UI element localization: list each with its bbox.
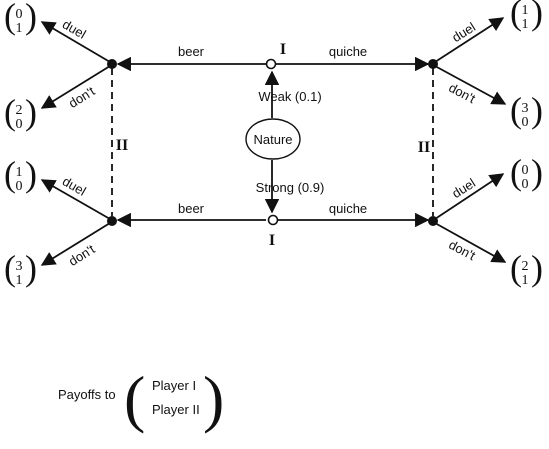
svg-text:0: 0 bbox=[522, 163, 529, 178]
svg-text:): ) bbox=[25, 248, 37, 288]
svg-text:): ) bbox=[203, 363, 224, 434]
svg-text:(: ( bbox=[510, 152, 522, 192]
node-player2-bottom-left bbox=[107, 216, 117, 226]
svg-text:(: ( bbox=[4, 248, 16, 288]
move-quiche-bottom: quiche bbox=[329, 201, 367, 216]
svg-text:): ) bbox=[25, 0, 37, 36]
svg-text:(: ( bbox=[124, 363, 145, 434]
edge-dont-br bbox=[434, 222, 507, 263]
legend-caption: Payoffs to bbox=[58, 387, 116, 402]
edge-dont-tl bbox=[40, 65, 111, 109]
player2-left-label: II bbox=[116, 137, 128, 154]
payoff-tr-dont: ( 3 0 ) bbox=[510, 90, 543, 130]
svg-text:): ) bbox=[531, 152, 543, 192]
svg-text:): ) bbox=[531, 0, 543, 32]
edge-duel-tr bbox=[434, 17, 505, 63]
player2-right-label: II bbox=[418, 139, 430, 156]
move-dont-tr: don't bbox=[446, 80, 478, 106]
svg-text:2: 2 bbox=[16, 103, 23, 118]
svg-text:3: 3 bbox=[522, 101, 529, 116]
svg-text:): ) bbox=[25, 154, 37, 194]
edge-duel-bl bbox=[40, 179, 111, 220]
svg-text:3: 3 bbox=[16, 259, 23, 274]
payoff-br-dont: ( 2 1 ) bbox=[510, 248, 543, 288]
edge-dont-bl bbox=[40, 222, 111, 266]
node-player2-bottom-right bbox=[428, 216, 438, 226]
move-duel-bl: duel bbox=[60, 173, 89, 198]
nature-label: Nature bbox=[253, 132, 292, 147]
player1-top-label: I bbox=[280, 41, 286, 58]
move-beer-top: beer bbox=[178, 44, 205, 59]
svg-text:1: 1 bbox=[522, 273, 529, 288]
svg-text:(: ( bbox=[510, 248, 522, 288]
payoff-legend: Payoffs to ( Player I Player II ) bbox=[58, 363, 224, 434]
payoff-tl-dont: ( 2 0 ) bbox=[4, 92, 37, 132]
svg-text:0: 0 bbox=[16, 7, 23, 22]
svg-text:0: 0 bbox=[522, 115, 529, 130]
move-dont-bl: don't bbox=[66, 241, 98, 269]
node-player1-top bbox=[265, 58, 277, 70]
svg-text:): ) bbox=[531, 248, 543, 288]
edge-duel-tl bbox=[40, 21, 111, 63]
svg-text:(: ( bbox=[510, 90, 522, 130]
node-player2-top-left bbox=[107, 59, 117, 69]
payoff-bl-dont: ( 3 1 ) bbox=[4, 248, 37, 288]
svg-text:(: ( bbox=[4, 154, 16, 194]
legend-player1: Player I bbox=[152, 378, 196, 393]
payoff-tl-duel: ( 0 1 ) bbox=[4, 0, 37, 36]
svg-text:): ) bbox=[531, 90, 543, 130]
move-dont-tl: don't bbox=[66, 83, 98, 111]
svg-text:0: 0 bbox=[16, 117, 23, 132]
edge-duel-br bbox=[434, 173, 505, 220]
legend-player2: Player II bbox=[152, 402, 200, 417]
svg-text:1: 1 bbox=[522, 17, 529, 32]
move-strong: Strong (0.9) bbox=[256, 180, 325, 195]
move-duel-tr: duel bbox=[449, 19, 478, 45]
svg-text:1: 1 bbox=[522, 3, 529, 18]
svg-text:(: ( bbox=[4, 0, 16, 36]
svg-text:1: 1 bbox=[16, 165, 23, 180]
edge-dont-tr bbox=[434, 65, 507, 105]
payoff-bl-duel: ( 1 0 ) bbox=[4, 154, 37, 194]
svg-text:1: 1 bbox=[16, 273, 23, 288]
svg-text:0: 0 bbox=[16, 179, 23, 194]
move-weak: Weak (0.1) bbox=[258, 89, 321, 104]
move-beer-bottom: beer bbox=[178, 201, 205, 216]
svg-text:(: ( bbox=[4, 92, 16, 132]
move-quiche-top: quiche bbox=[329, 44, 367, 59]
svg-text:): ) bbox=[25, 92, 37, 132]
move-duel-tl: duel bbox=[60, 16, 89, 41]
node-player1-bottom bbox=[267, 214, 279, 226]
node-player2-top-right bbox=[428, 59, 438, 69]
move-dont-br: don't bbox=[446, 237, 478, 263]
payoff-br-duel: ( 0 0 ) bbox=[510, 152, 543, 192]
payoff-tr-duel: ( 1 1 ) bbox=[510, 0, 543, 32]
player1-bottom-label: I bbox=[269, 232, 275, 249]
svg-text:(: ( bbox=[510, 0, 522, 32]
svg-text:1: 1 bbox=[16, 21, 23, 36]
move-duel-br: duel bbox=[449, 175, 478, 201]
svg-text:2: 2 bbox=[522, 259, 529, 274]
svg-text:0: 0 bbox=[522, 177, 529, 192]
node-nature bbox=[245, 118, 301, 160]
